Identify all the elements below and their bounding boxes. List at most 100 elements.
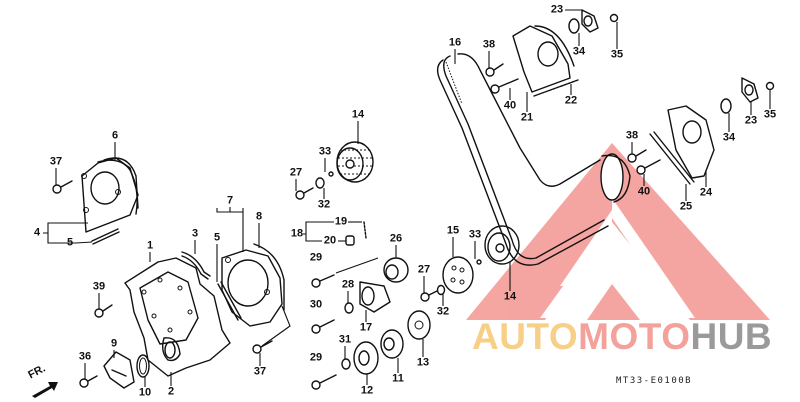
part-label-38: 38 [482, 38, 496, 51]
part-label-13: 13 [416, 356, 430, 369]
part-35-plug-lower [765, 81, 775, 91]
part-label-22: 22 [564, 94, 578, 107]
part-3-gasket-strip [181, 251, 211, 280]
part-24-right-cover [667, 105, 715, 179]
part-10-o-ring [136, 354, 150, 378]
part-label-6: 6 [111, 129, 119, 142]
part-27-bolt-lower [420, 290, 438, 302]
part-13-flange [407, 310, 431, 340]
part-15-drive-pulley [442, 256, 474, 294]
part-label-29: 29 [309, 251, 323, 264]
part-label-33: 33 [468, 228, 482, 241]
part-label-31: 31 [338, 333, 352, 346]
part-label-24: 24 [699, 186, 713, 199]
part-14-pulley-upper [336, 141, 374, 183]
part-label-35: 35 [763, 108, 777, 121]
part-label-28: 28 [341, 278, 355, 291]
part-20-stopper [345, 235, 355, 246]
part-23-cap-upper [581, 9, 599, 33]
part-33-pin-lower [476, 259, 482, 265]
part-37-bolt-top [52, 180, 73, 194]
diagram-code: MT33-E0100B [616, 376, 693, 386]
part-label-5: 5 [213, 231, 221, 244]
part-label-7: 7 [226, 194, 234, 207]
part-label-5: 5 [66, 236, 74, 249]
part-label-3: 3 [191, 227, 199, 240]
part-label-17: 17 [359, 321, 373, 334]
part-31-washer [341, 358, 351, 370]
part-33-pin-upper [328, 171, 334, 177]
part-22-seal [533, 79, 579, 97]
part-5-seal-right [217, 281, 242, 321]
part-29-bolt-upper [311, 257, 379, 288]
part-label-36: 36 [78, 350, 92, 363]
part-label-21: 21 [520, 111, 534, 124]
part-label-14: 14 [351, 108, 365, 121]
part-37-bolt-bottom [252, 340, 273, 354]
part-36-bolt [79, 375, 98, 388]
part-1-main-cover [124, 257, 231, 377]
part-11-crank-pulley [380, 329, 404, 359]
part-label-2: 2 [167, 385, 175, 398]
part-label-34: 34 [572, 45, 586, 58]
part-label-11: 11 [392, 372, 404, 385]
part-38-bolt-lower [627, 149, 647, 163]
part-label-18: 18 [290, 227, 304, 240]
part-40-bolt-lower [636, 159, 661, 175]
part-label-32: 32 [317, 198, 331, 211]
part-21-upper-cover [512, 25, 575, 93]
leader-lines [43, 9, 771, 387]
part-27-bolt-upper [295, 187, 314, 200]
part-label-38: 38 [625, 129, 639, 142]
part-label-4: 4 [33, 226, 41, 239]
part-29-bolt-lower [311, 374, 337, 390]
part-label-14: 14 [503, 290, 517, 303]
part-26-tensioner-pulley [383, 257, 409, 283]
part-label-40: 40 [637, 185, 651, 198]
front-direction-arrow-icon [32, 382, 58, 398]
part-label-9: 9 [110, 337, 118, 350]
watermark-moto: MOTO [578, 316, 691, 357]
part-label-20: 20 [323, 234, 337, 247]
part-30-bolt [311, 319, 335, 334]
part-label-37: 37 [253, 365, 267, 378]
part-label-19: 19 [334, 215, 348, 228]
part-16-timing-belt [436, 53, 609, 266]
part-19-spring [363, 221, 367, 239]
watermark-auto: AUTO [472, 316, 579, 357]
part-label-34: 34 [722, 131, 736, 144]
part-label-37: 37 [49, 155, 63, 168]
part-23-cap-lower [741, 77, 759, 103]
part-label-16: 16 [448, 36, 462, 49]
part-25-seal [649, 131, 695, 185]
part-34-seal-lower [720, 98, 732, 114]
part-label-15: 15 [446, 224, 460, 237]
part-label-12: 12 [360, 384, 374, 397]
part-label-26: 26 [389, 232, 403, 245]
part-35-plug-upper [609, 13, 619, 23]
part-label-25: 25 [679, 200, 693, 213]
part-6-rear-cover [81, 157, 139, 233]
part-39-bolt [94, 304, 113, 318]
part-17-tensioner [359, 281, 391, 313]
part-32-washer-lower [436, 284, 446, 296]
part-5-seal-left [91, 228, 120, 245]
part-label-27: 27 [417, 263, 431, 276]
watermark-hub: HUB [690, 316, 773, 357]
part-32-washer-upper [315, 177, 325, 189]
part-label-1: 1 [146, 239, 154, 252]
watermark-triangle-logo [466, 143, 770, 320]
part-label-35: 35 [610, 48, 624, 61]
part-34-seal-upper [568, 18, 580, 34]
part-label-40: 40 [503, 99, 517, 112]
part-8-inner-cover [221, 243, 285, 327]
part-9-cap [103, 351, 135, 389]
part-28-collar [344, 302, 354, 314]
part-38-bolt-upper [485, 63, 504, 77]
watermark-text: AUTOMOTOHUB [472, 318, 772, 355]
cam-pulley-right [600, 153, 631, 203]
part-label-27: 27 [289, 166, 303, 179]
part-40-bolt-upper [490, 78, 519, 94]
part-label-33: 33 [318, 145, 332, 158]
